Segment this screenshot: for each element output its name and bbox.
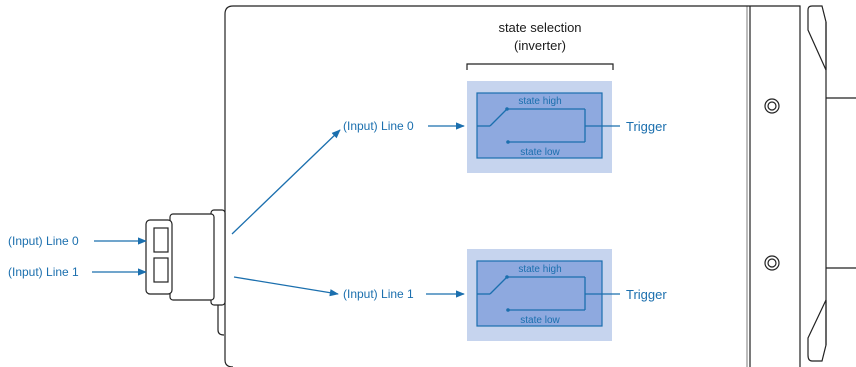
switch-contact-low — [506, 308, 510, 312]
fanout-arrow-line1 — [233, 276, 339, 297]
camera-housing — [224, 5, 856, 367]
channel-line0: (Input) Line 0 state high state low Trig… — [343, 81, 667, 173]
header-title-line2: (inverter) — [514, 38, 566, 53]
mounting-hole-icon — [764, 98, 780, 114]
external-input-line0-label: (Input) Line 0 — [8, 234, 79, 248]
state-high-label: state high — [518, 264, 561, 275]
channel-input-label: (Input) Line 0 — [343, 119, 414, 133]
state-low-label: state low — [520, 315, 560, 326]
state-selection-header: state selection (inverter) — [466, 20, 614, 70]
switch-contact-high — [505, 107, 509, 111]
housing-back-fin-top — [807, 5, 827, 71]
connector-icon — [145, 209, 226, 336]
switch-icon — [477, 108, 620, 143]
external-input-line1: (Input) Line 1 — [8, 265, 147, 279]
state-low-label: state low — [520, 147, 560, 158]
trigger-label: Trigger — [626, 287, 667, 302]
channel-input-label: (Input) Line 1 — [343, 287, 414, 301]
channel-line1: (Input) Line 1 state high state low Trig… — [343, 249, 667, 341]
external-input-line0: (Input) Line 0 — [8, 234, 147, 248]
trigger-label: Trigger — [626, 119, 667, 134]
state-high-label: state high — [518, 96, 561, 107]
mounting-hole-icon — [764, 255, 780, 271]
switch-contact-low — [506, 140, 510, 144]
switch-contact-high — [505, 275, 509, 279]
housing-body — [224, 5, 801, 367]
external-input-line1-label: (Input) Line 1 — [8, 265, 79, 279]
housing-back-fin-bottom — [807, 299, 827, 362]
header-title-line1: state selection — [498, 20, 581, 35]
fanout-arrow-line0 — [231, 129, 341, 235]
switch-icon — [477, 276, 620, 311]
header-bracket — [466, 63, 614, 70]
